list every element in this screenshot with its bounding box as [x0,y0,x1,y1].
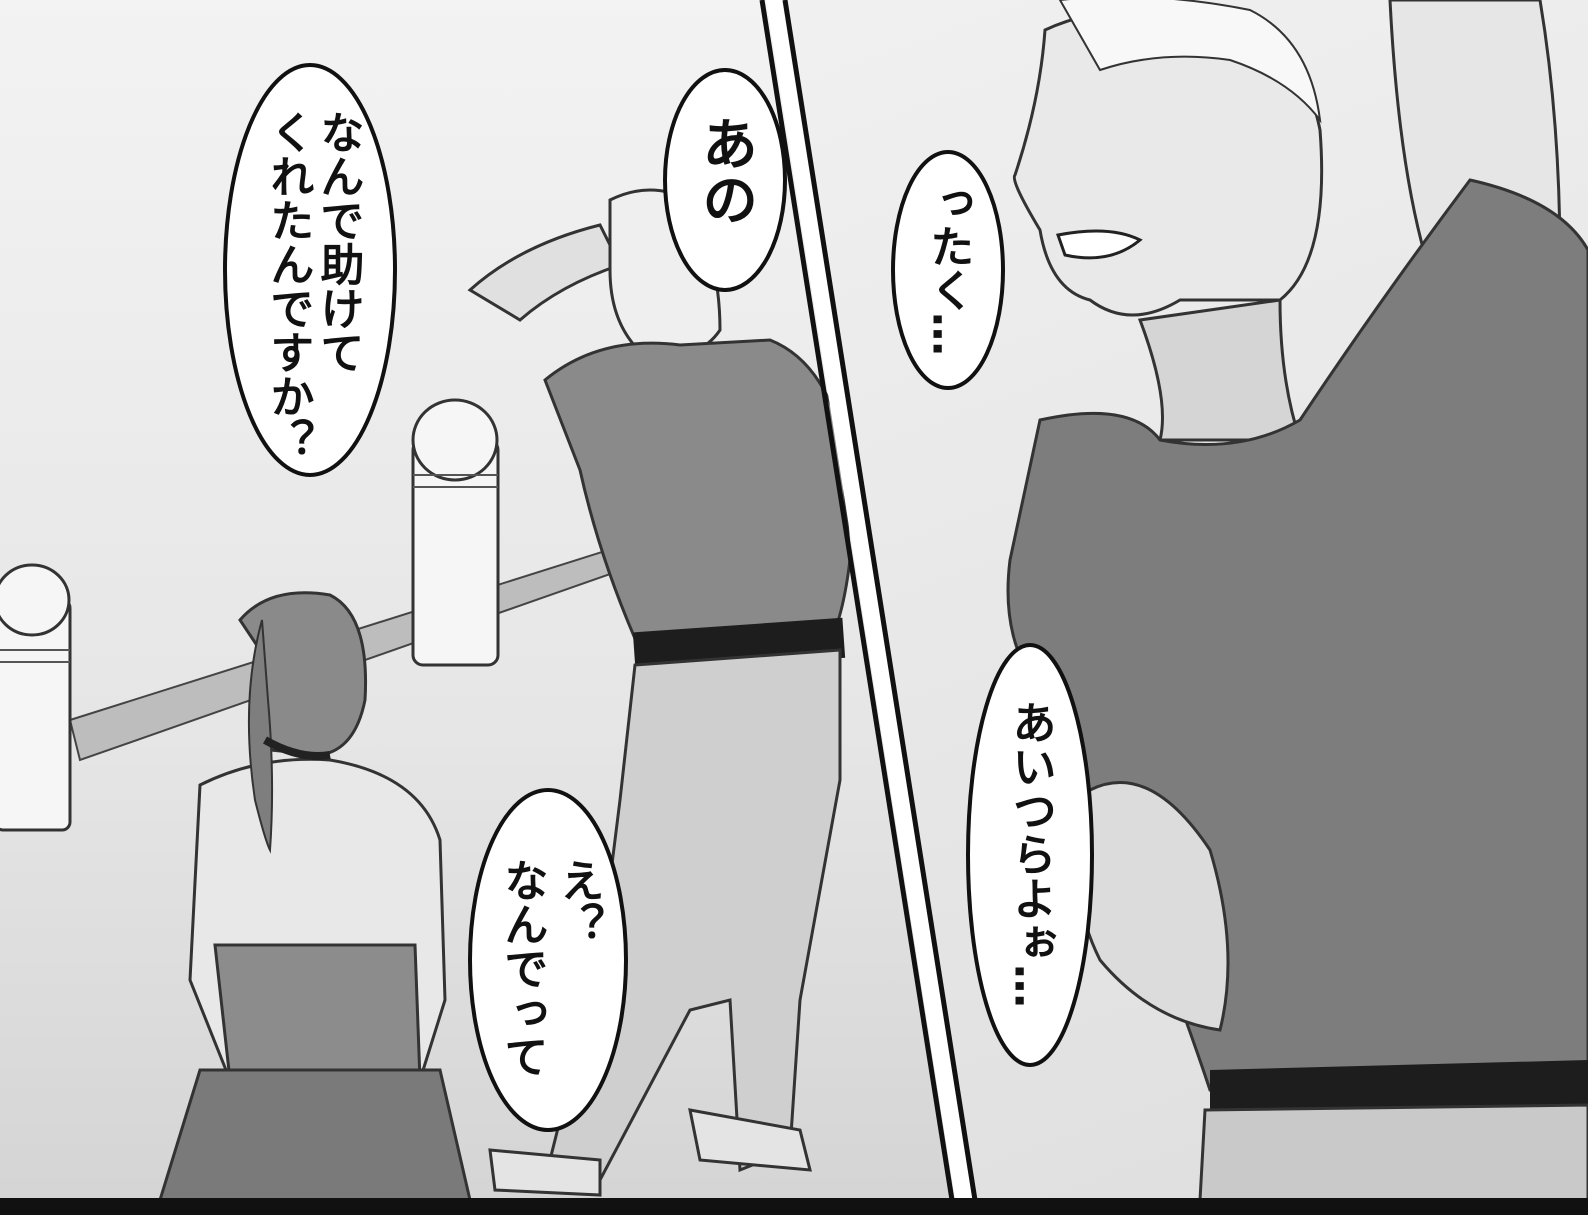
bubble-ano-text: あの [693,115,758,227]
bubble-question: なんで助けて くれたんですか？ [223,63,397,477]
bollard-right [411,398,500,667]
bubble-eh-line1: え？ [553,858,604,946]
bubble-aitsura-text: あいつらよぉ… [1005,700,1056,1008]
bubble-ttaku-text: ったく… [923,180,974,356]
bubble-question-line1: なんで助けて [313,110,365,374]
bottom-border [0,1198,1588,1215]
bubble-aitsura: あいつらよぉ… [966,643,1094,1067]
woman-figure [157,591,472,1200]
man-closeup-figure [1006,0,1588,1200]
bubble-question-line2: くれたんですか？ [263,110,314,462]
bubble-eh-line2: なんでって [497,858,548,1078]
bollard-left [0,563,72,832]
bubble-ano: あの [663,68,787,292]
bubble-ttaku: ったく… [891,150,1005,390]
bubble-eh: え？ なんでって [468,788,628,1132]
